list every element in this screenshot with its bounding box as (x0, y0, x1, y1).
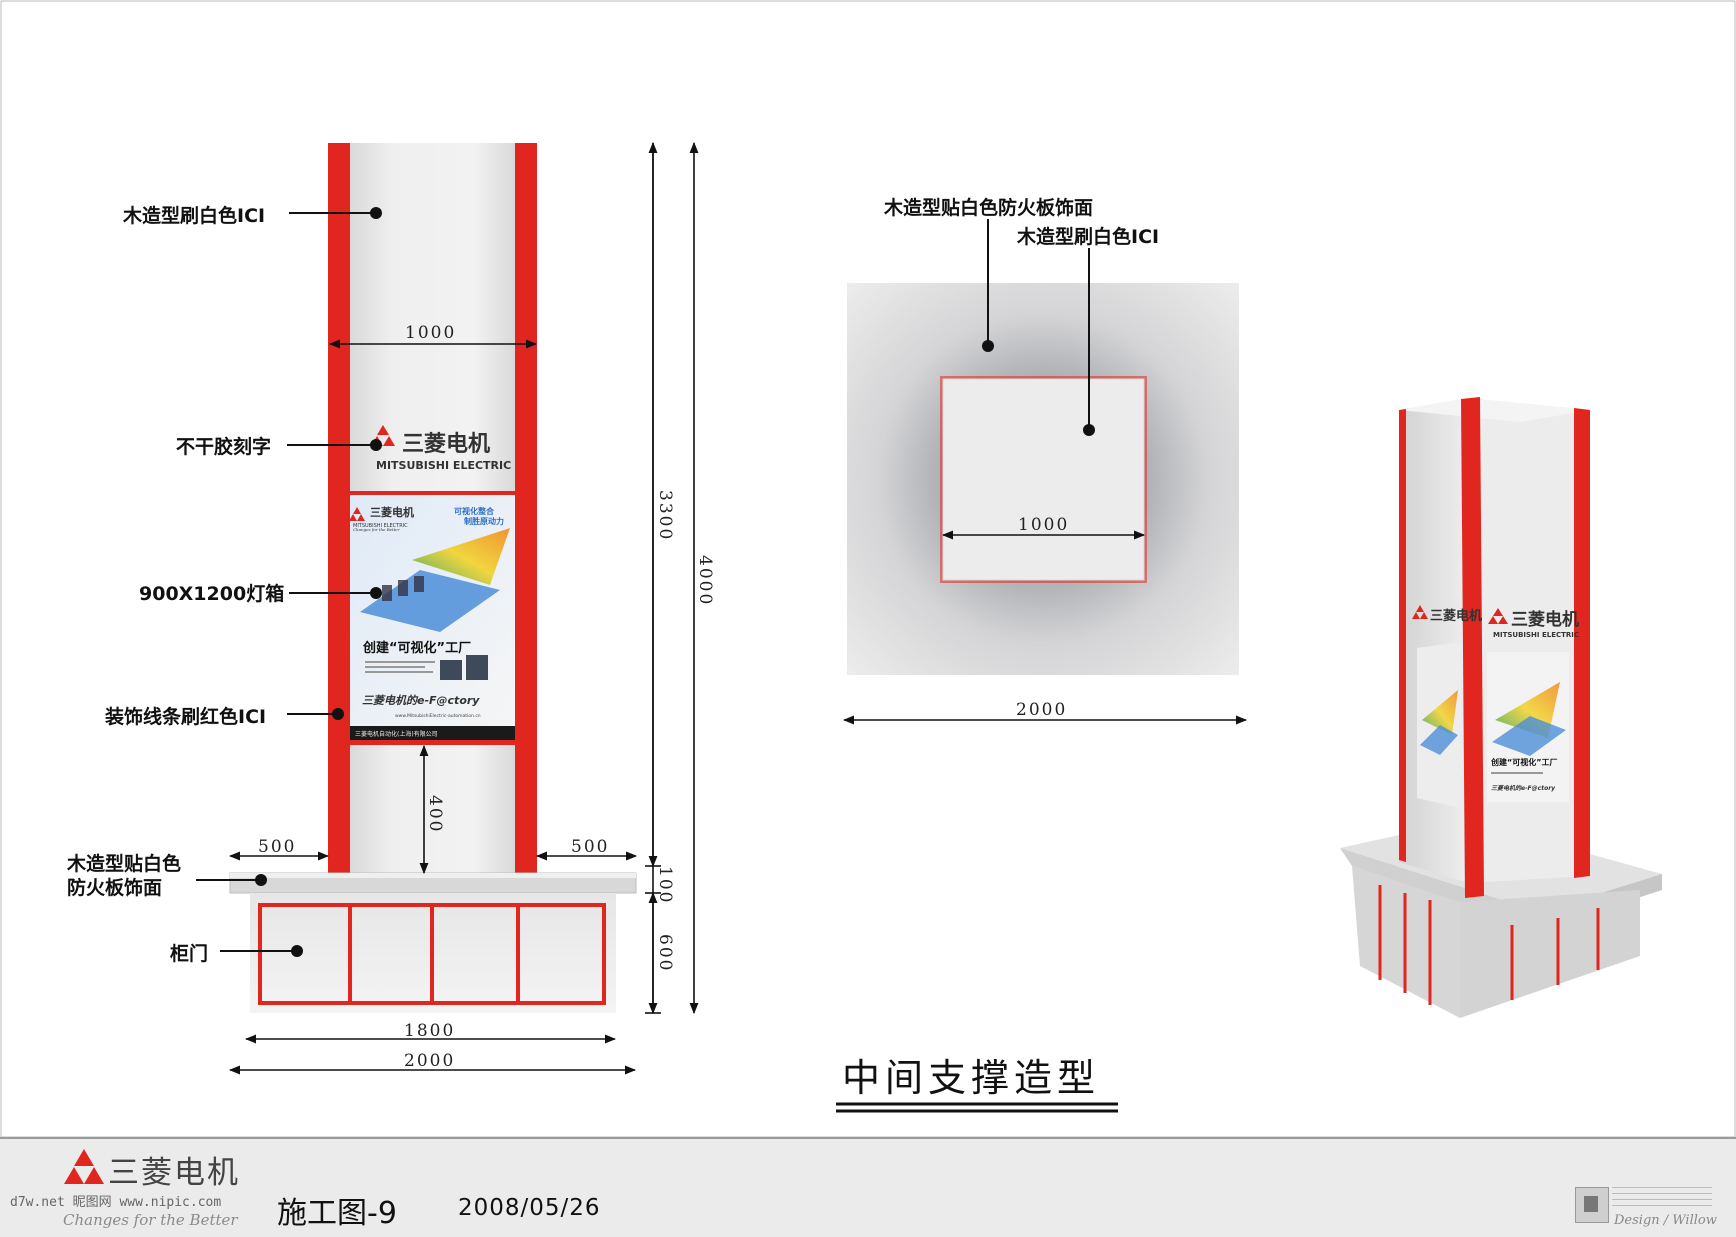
drawing-title: 中间支撑造型 (836, 1056, 1118, 1113)
label-logo-lettering: 不干胶刻字 (176, 435, 271, 458)
poster-headline: 创建“可视化”工厂 (362, 640, 471, 656)
label-top-panel: 木造型刷白色ICI (122, 204, 265, 227)
sheet-date: 2008/05/26 (458, 1195, 601, 1221)
svg-text:三菱电机: 三菱电机 (1430, 608, 1482, 624)
label-trim: 装饰线条刷红色ICI (104, 705, 266, 728)
dim-cabinet-height: 600 (655, 934, 675, 972)
mitsubishi-diamond-icon (64, 1149, 104, 1184)
label-cabinet-door: 柜门 (170, 942, 208, 965)
logo-cn: 三菱电机 (402, 431, 490, 457)
dim-cabinet-width: 1800 (404, 1021, 455, 1041)
dim-total-height: 4000 (695, 555, 715, 606)
poster-logo-icon (349, 507, 365, 521)
plan-view: 木造型贴白色防火板饰面 木造型刷白色ICI 1000 2000 (842, 196, 1248, 725)
plan-label-outer: 木造型贴白色防火板饰面 (883, 196, 1093, 219)
poster-brand-cn: 三菱电机 (370, 505, 414, 519)
elevation-view: 三菱电机 MITSUBISHI ELECTRIC 三菱电机 MITSUBISHI… (66, 141, 715, 1075)
plan-label-inner: 木造型刷白色ICI (1016, 225, 1159, 248)
footer-brand-tagline: Changes for the Better (63, 1211, 238, 1229)
svg-text:创建“可视化”工厂: 创建“可视化”工厂 (1490, 757, 1558, 767)
label-base-top-line2: 防火板饰面 (67, 876, 162, 899)
label-lightbox: 900X1200灯箱 (139, 582, 284, 605)
plan-dim-outer: 2000 (1016, 700, 1067, 720)
render-column-right (1468, 398, 1590, 883)
left-red-trim (328, 143, 350, 874)
poster-graph (412, 528, 510, 585)
poster-slogan: 三菱电机的e-F@ctory (362, 694, 480, 707)
plan-dim-inner: 1000 (1018, 515, 1069, 535)
render-red-trim-front (1461, 397, 1484, 898)
studio-logo-icon (1575, 1187, 1609, 1223)
render-3d: 三菱电机 MITSUBISHI ELECTRIC 三菱电机 创建“可视化”工厂 … (1340, 397, 1662, 1018)
lightbox-top-trim (350, 491, 515, 495)
label-base-top-line1: 木造型贴白色 (66, 852, 181, 875)
render-cabinet-right (1460, 890, 1640, 1018)
dim-slab: 100 (655, 866, 675, 904)
footer-watermark: d7w.net 昵图网 www.nipic.com (10, 1195, 222, 1210)
render-column-left (1399, 398, 1468, 883)
poster-headline-small-2: 制胜原动力 (464, 516, 504, 526)
poster-factory-plane (360, 570, 500, 632)
plan-column (943, 379, 1144, 580)
render-logo-icon (1488, 608, 1508, 624)
poster-headline-small-1: 可视化整合 (454, 506, 495, 516)
poster-brand-en: MITSUBISHI ELECTRIC (353, 523, 408, 529)
right-red-trim (515, 143, 537, 874)
studio-info (1612, 1187, 1712, 1211)
dim-lightbox-gap: 400 (425, 795, 445, 833)
designer-credit: Design / Willow (1614, 1213, 1717, 1228)
title-block: 三菱电机 d7w.net 昵图网 www.nipic.com Changes f… (0, 1137, 1736, 1237)
sheet-number: 施工图-9 (277, 1196, 397, 1231)
title-text: 中间支撑造型 (842, 1056, 1100, 1100)
logo-en: MITSUBISHI ELECTRIC (376, 459, 511, 472)
dim-left-margin: 500 (258, 837, 296, 857)
dim-right-margin: 500 (571, 837, 609, 857)
poster-tagline: Changes for the Better (353, 527, 401, 532)
svg-text:三菱电机的e-F@ctory: 三菱电机的e-F@ctory (1491, 784, 1556, 792)
lightbox-bottom-trim (350, 740, 515, 745)
dim-column-height: 3300 (655, 490, 675, 541)
lightbox-poster: 三菱电机 MITSUBISHI ELECTRIC Changes for the… (349, 495, 515, 740)
render-logo-cn: 三菱电机 (1511, 609, 1579, 630)
dim-column-width: 1000 (405, 323, 456, 343)
poster-footer: 三菱电机自动化(上海)有限公司 (355, 730, 438, 738)
render-logo-en: MITSUBISHI ELECTRIC (1493, 631, 1579, 639)
poster-website: www.MitsubishiElectric-automation.cn (395, 713, 481, 719)
dim-base-width: 2000 (404, 1051, 455, 1071)
footer-brand-cn: 三菱电机 (108, 1155, 240, 1191)
